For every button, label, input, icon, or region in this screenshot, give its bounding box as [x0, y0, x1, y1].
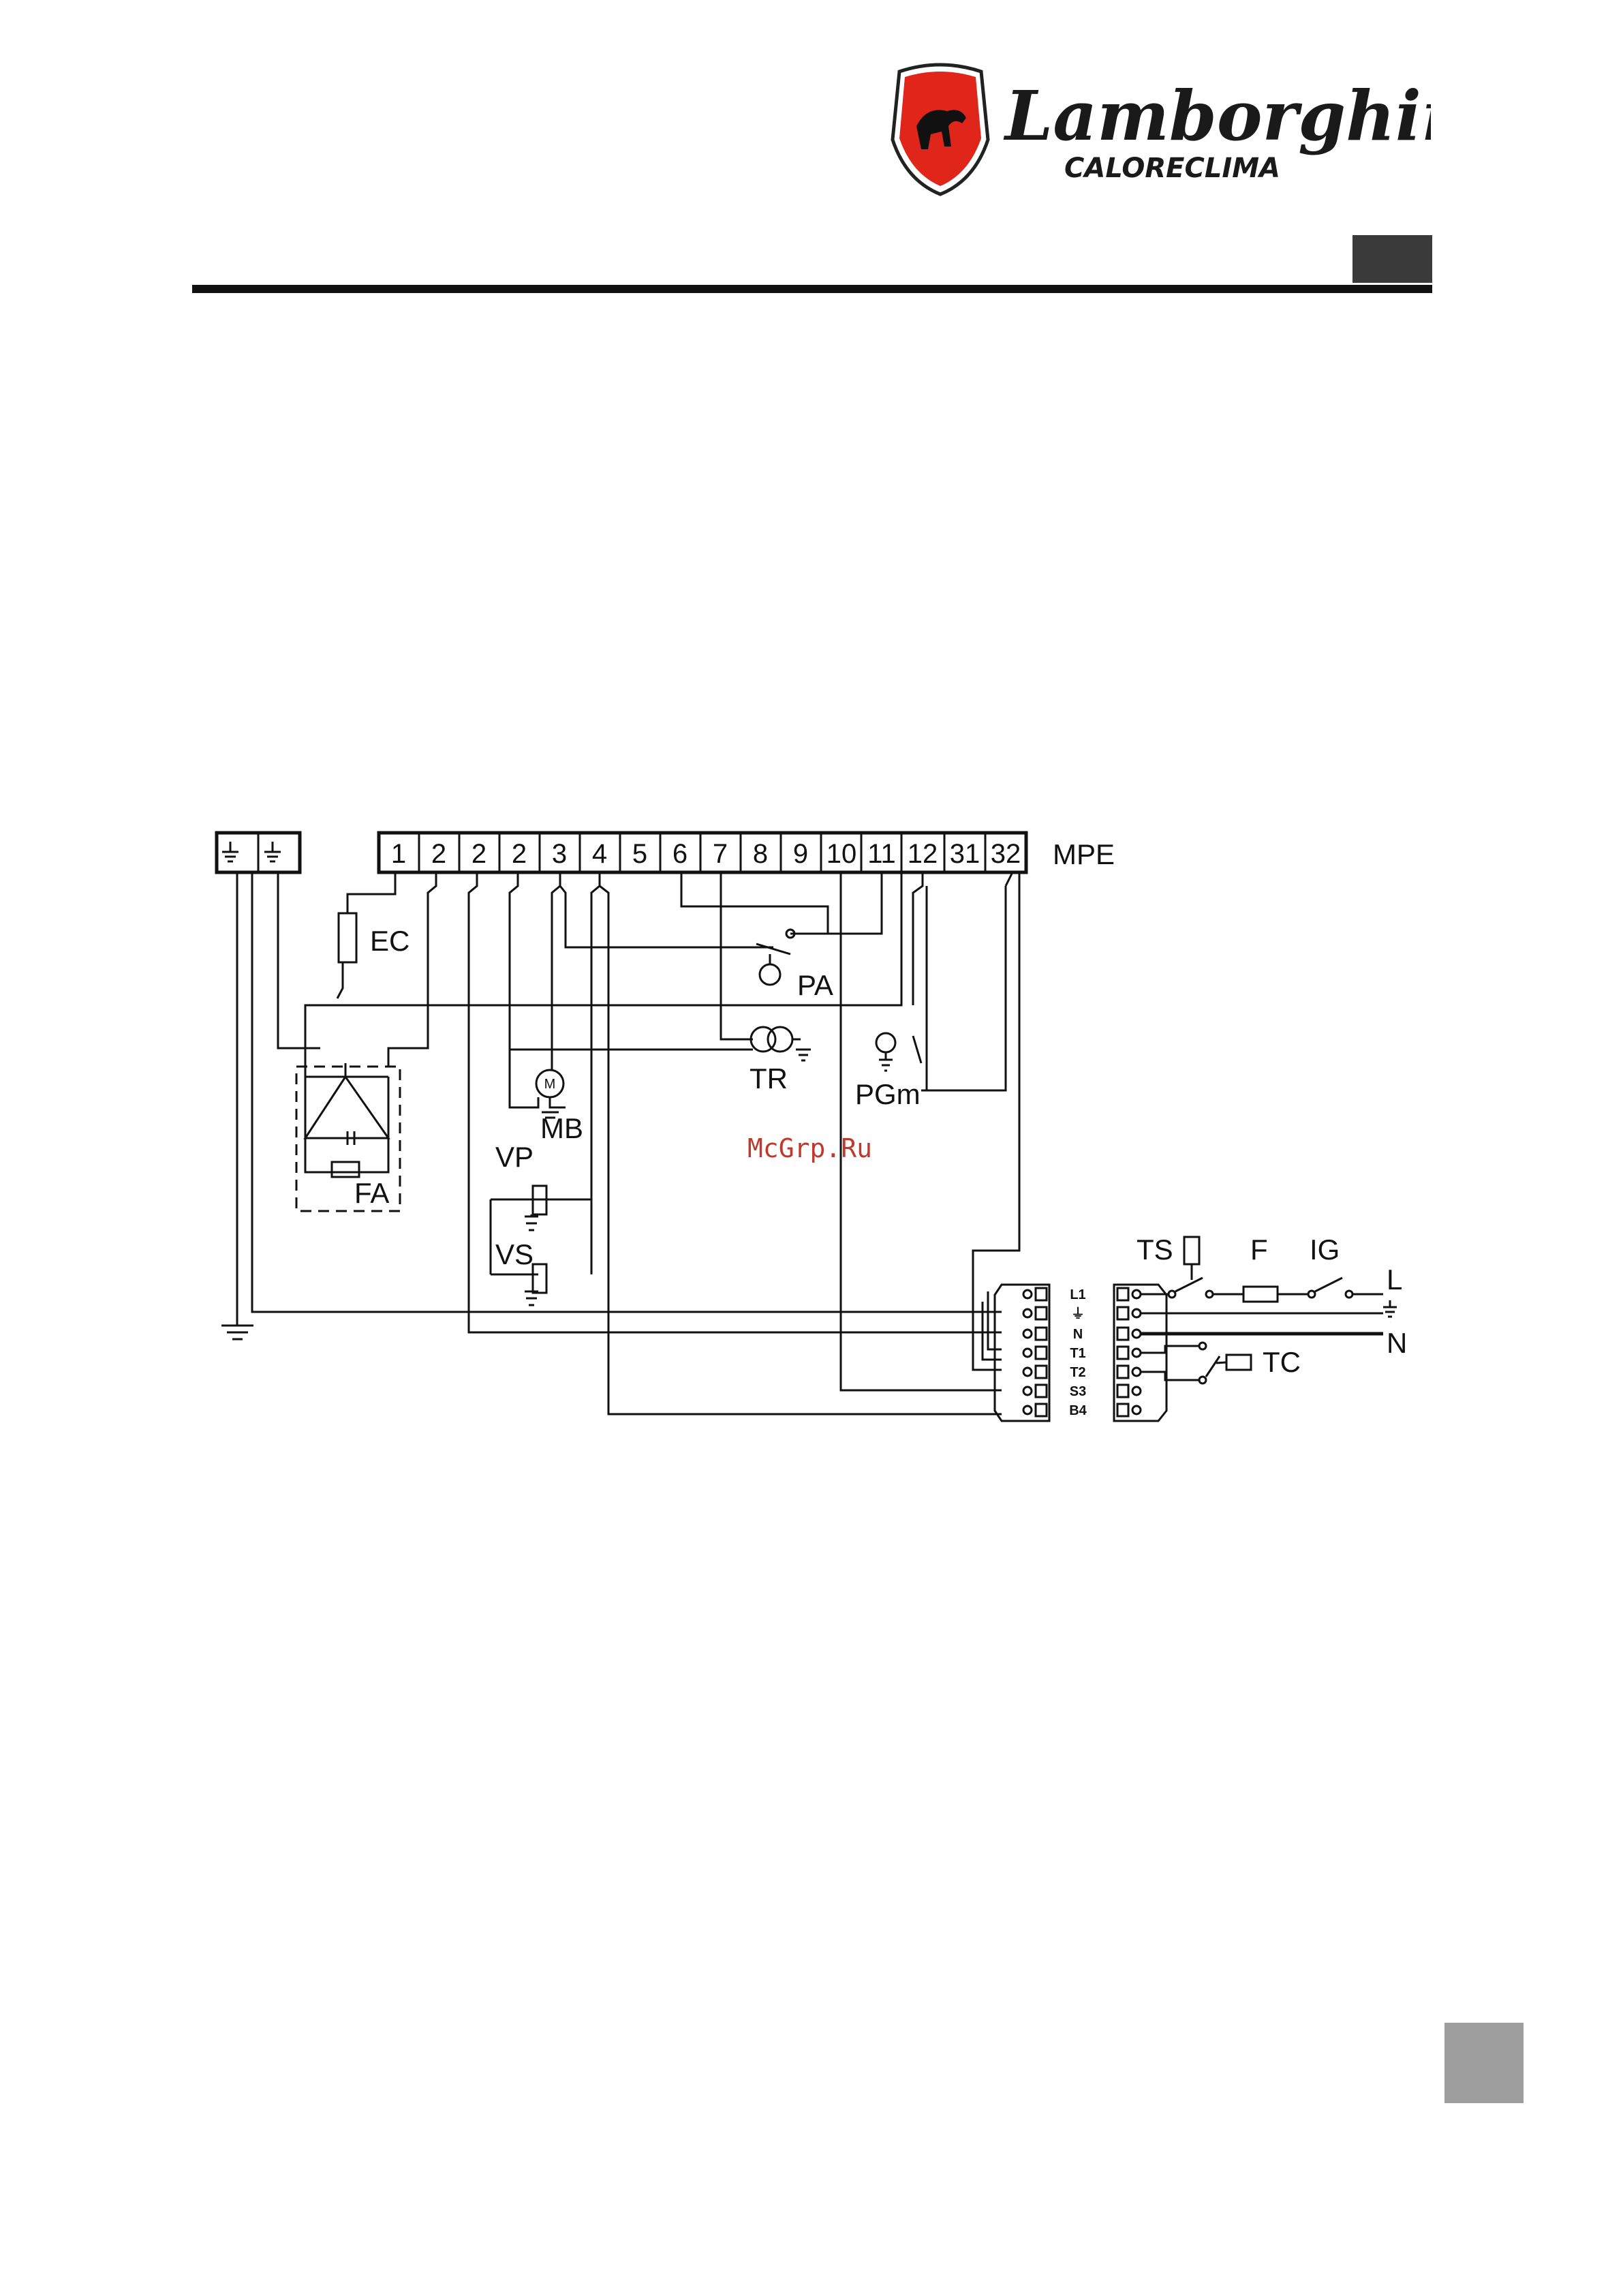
mains-earth-label: ⏚	[1390, 1321, 1391, 1323]
connector-pin-label: T2	[1070, 1365, 1085, 1380]
tc-label: TC	[1263, 1346, 1301, 1378]
connector-pin-label: L1	[1070, 1287, 1085, 1302]
mpe-terminal-label: 31	[950, 839, 980, 869]
ig-label: IG	[1310, 1234, 1340, 1266]
mpe-label: MPE	[1053, 838, 1115, 870]
mpe-terminal-label: 1	[391, 839, 406, 869]
mpe-terminal-label: 8	[753, 839, 768, 869]
vs-label: VS	[495, 1238, 534, 1270]
connector-pin-label: N	[1073, 1327, 1083, 1342]
pgm-label: PGm	[855, 1078, 921, 1110]
tr-label: TR	[749, 1062, 788, 1095]
mains-n-label: N	[1387, 1327, 1407, 1359]
ec-label: EC	[370, 925, 409, 957]
page-tab	[1444, 2023, 1524, 2103]
mpe-terminal-label: 6	[673, 839, 687, 869]
mpe-terminal-label: 10	[826, 839, 857, 869]
mpe-terminal-label: 11	[867, 839, 896, 869]
connector-pin-label: T1	[1070, 1346, 1085, 1361]
left-connector	[995, 1285, 1049, 1421]
mpe-terminal-label: 12	[908, 839, 938, 869]
pa-label: PA	[797, 969, 833, 1001]
mpe-terminal-label: 4	[592, 839, 607, 869]
mpe-terminal-label: 5	[632, 839, 647, 869]
connector-pin-label: S3	[1070, 1384, 1086, 1399]
f-label: F	[1250, 1234, 1268, 1266]
mpe-terminal-label: 7	[713, 839, 728, 869]
mpe-terminal-label: 3	[552, 839, 567, 869]
fa-label: FA	[354, 1177, 389, 1209]
vp-label: VP	[495, 1141, 534, 1173]
watermark: McGrp.Ru	[747, 1133, 872, 1163]
mpe-terminal-label: 2	[431, 839, 446, 869]
connector-pin-label: B4	[1069, 1403, 1087, 1418]
mpe-terminal-label: 2	[512, 839, 527, 869]
mpe-terminal-label: 9	[793, 839, 808, 869]
mpe-terminal-label: 32	[991, 839, 1021, 869]
ts-label: TS	[1137, 1234, 1173, 1266]
motor-symbol: M	[544, 1077, 556, 1092]
mb-label: MB	[540, 1112, 583, 1144]
mains-l-label: L	[1387, 1264, 1402, 1296]
connector-pin-label: ⏚	[1071, 1306, 1085, 1321]
mpe-dividers	[419, 833, 985, 872]
mpe-terminal-label: 2	[472, 839, 486, 869]
